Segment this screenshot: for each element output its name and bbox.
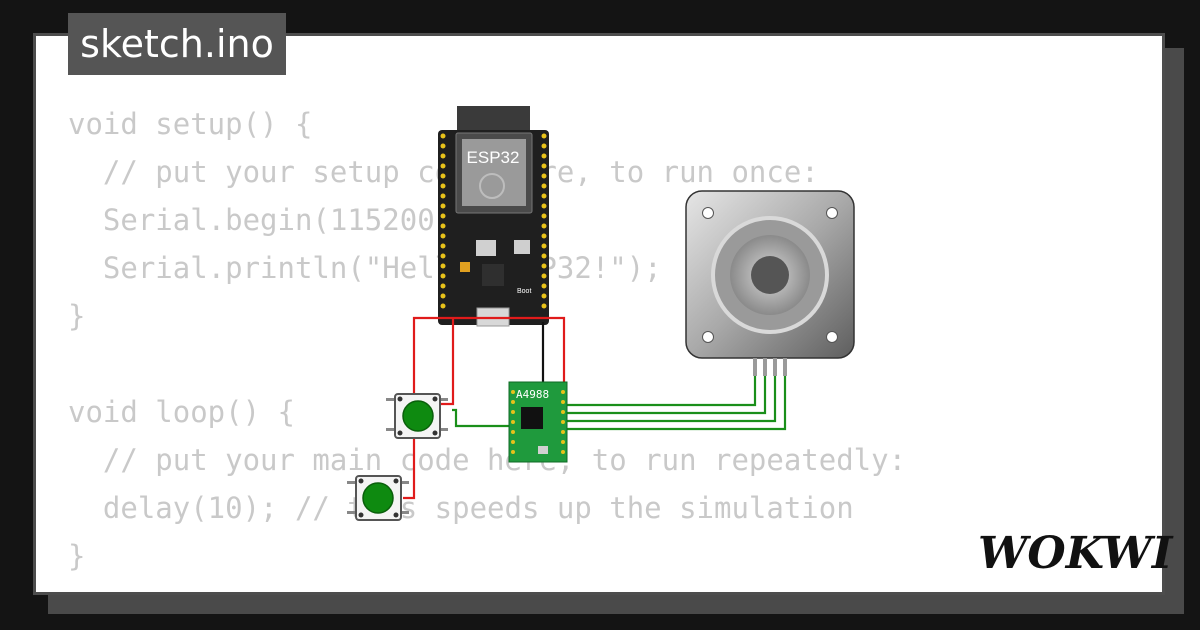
wire-green-motor-4 [567, 375, 787, 431]
esp32-board[interactable]: ESP32 Boot [438, 106, 549, 327]
a4988-driver[interactable]: A4988 [508, 381, 568, 463]
push-button-1[interactable] [386, 393, 448, 439]
wire-red-driver [452, 316, 566, 387]
pin-headers [440, 133, 547, 309]
filename-tab: sketch.ino [68, 13, 286, 75]
driver-chip [521, 407, 543, 429]
code-line: Serial.begin(115200); [68, 203, 470, 237]
push-button-2[interactable] [347, 475, 409, 521]
motor-leads [753, 358, 787, 376]
button-cap-icon [402, 400, 434, 432]
usb-chip [482, 264, 504, 286]
led-icon [460, 262, 470, 272]
stepper-motor[interactable] [685, 190, 855, 376]
wire-green-motor-3 [567, 375, 777, 423]
code-line: void loop() { [68, 395, 295, 429]
code-line: } [68, 539, 86, 573]
preview-card [33, 33, 1165, 595]
wire-green-button [452, 408, 512, 428]
chip-component [476, 240, 496, 256]
code-line: delay(10); // this speeds up the simulat… [68, 491, 854, 525]
wokwi-logo: WOKWI [978, 528, 1174, 579]
espressif-logo-icon [479, 173, 505, 199]
esp32-label: ESP32 [467, 148, 520, 167]
code-line: Serial.println("Hello, ESP32!"); [68, 251, 662, 285]
code-line: } [68, 299, 86, 333]
driver-label: A4988 [516, 388, 549, 401]
wire-red-button1 [440, 318, 455, 406]
wire-green-motor-2 [567, 375, 767, 415]
boot-label: Boot [517, 288, 531, 295]
button-cap-icon [362, 482, 394, 514]
code-line: void setup() { [68, 107, 313, 141]
wire-green-motor-1 [567, 375, 757, 407]
motor-shaft [751, 256, 789, 294]
